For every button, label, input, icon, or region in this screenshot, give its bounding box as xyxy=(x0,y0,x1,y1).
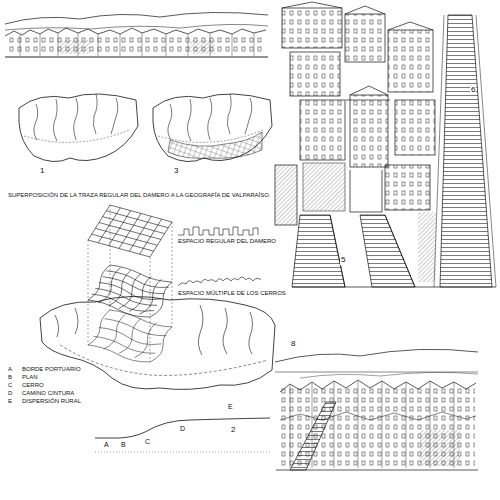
panorama-sketch xyxy=(5,12,268,57)
sketch-number: 5 xyxy=(340,256,346,265)
harbour-view-sketch xyxy=(275,349,478,362)
harbour-view-sketch xyxy=(275,349,478,470)
building-row-symbol xyxy=(178,277,261,286)
stair-street-sketch xyxy=(350,170,382,212)
regular-grid xyxy=(88,205,172,257)
legend-key: E xyxy=(8,398,12,405)
legend-text: DISPERSIÓN RURAL xyxy=(22,398,81,405)
space-label: ESPACIO REGULAR DEL DAMERO xyxy=(178,238,276,245)
space-label: ESPACIO MÚLTIPLE DE LOS CERROS xyxy=(178,290,286,297)
regular-grid xyxy=(88,205,172,257)
stair-street-sketch xyxy=(418,212,436,282)
profile-letter: E xyxy=(228,403,233,411)
stair-street-sketch xyxy=(434,15,496,287)
panorama-sketch xyxy=(5,28,266,36)
legend-text: CERRO xyxy=(22,382,44,389)
figure-number: 2 xyxy=(231,426,235,435)
harbour-view-sketch xyxy=(300,372,478,378)
stair-street-sketch xyxy=(282,2,385,14)
legend-text: PLAN xyxy=(22,374,38,381)
legend-key: B xyxy=(8,374,12,381)
stair-street-sketch xyxy=(282,8,342,48)
terrain-sketch xyxy=(60,345,268,375)
harbour-view-sketch xyxy=(280,380,476,392)
stair-street-sketch xyxy=(440,15,492,287)
panorama-sketch xyxy=(8,34,263,54)
stair-street-sketch xyxy=(303,163,345,211)
stair-street-sketch xyxy=(292,215,345,287)
figure-number: 3 xyxy=(174,167,178,176)
stair-street-sketch xyxy=(350,95,388,167)
building-row-symbol xyxy=(178,227,261,286)
legend-key: A xyxy=(8,366,12,373)
legend-text: CAMINO CINTURA xyxy=(22,390,74,397)
profile-letter: A xyxy=(104,441,109,449)
terrain-sketch xyxy=(86,309,172,365)
section-profile xyxy=(95,418,270,438)
stair-street-sketch xyxy=(292,215,496,287)
panorama-sketch xyxy=(5,12,268,24)
hill-grid xyxy=(84,263,177,320)
stair-street-sketch xyxy=(275,2,496,287)
profile-letter: B xyxy=(121,441,126,449)
sketch-number: 6 xyxy=(470,86,476,95)
panorama-sketch xyxy=(190,40,215,54)
map-sketch xyxy=(19,94,272,162)
terrain-sketch xyxy=(40,296,275,389)
hill-grid xyxy=(86,264,177,318)
stair-street-sketch xyxy=(300,100,345,160)
stair-street-sketch xyxy=(290,52,340,96)
stair-street-sketch xyxy=(385,165,430,210)
stair-street-sketch xyxy=(388,22,433,30)
panorama-sketch xyxy=(20,33,254,56)
harbour-view-sketch xyxy=(276,470,478,471)
map-sketch xyxy=(153,94,272,162)
stair-street-sketch xyxy=(346,86,390,100)
harbour-view-sketch xyxy=(420,430,460,466)
sketch-number: 8 xyxy=(290,340,296,349)
map-sketch xyxy=(19,94,138,162)
terrain-sketch xyxy=(84,308,177,365)
terrain-sketch xyxy=(40,296,275,389)
regular-grid xyxy=(88,205,172,257)
figure-number: 1 xyxy=(40,167,44,176)
legend-key: D xyxy=(8,390,12,397)
caption-text: SUPERPOSICIÓN DE LA TRAZA REGULAR DEL DA… xyxy=(8,192,271,199)
building-row-symbol xyxy=(178,227,258,235)
terrain-sketch xyxy=(55,305,253,355)
stair-street-sketch xyxy=(275,165,297,225)
section-profile xyxy=(95,418,270,452)
panorama-sketch xyxy=(5,24,268,30)
regular-grid xyxy=(88,205,172,257)
stair-street-sketch xyxy=(388,30,433,92)
section-profile xyxy=(95,452,270,453)
profile-letter: D xyxy=(180,425,185,433)
panorama-sketch xyxy=(5,57,268,58)
legend-key: C xyxy=(8,382,12,389)
map-sketch xyxy=(168,132,262,158)
terrain-sketch xyxy=(86,309,177,363)
stair-street-sketch xyxy=(395,100,435,155)
legend-text: BORDE PORTUARIO xyxy=(22,366,81,373)
profile-letter: C xyxy=(145,438,150,446)
harbour-view-sketch xyxy=(290,402,336,470)
panorama-sketch xyxy=(60,40,90,54)
hill-grid xyxy=(84,263,177,320)
stair-street-sketch xyxy=(360,215,415,287)
harbour-view-sketch xyxy=(280,412,476,420)
stair-street-sketch xyxy=(345,14,385,62)
